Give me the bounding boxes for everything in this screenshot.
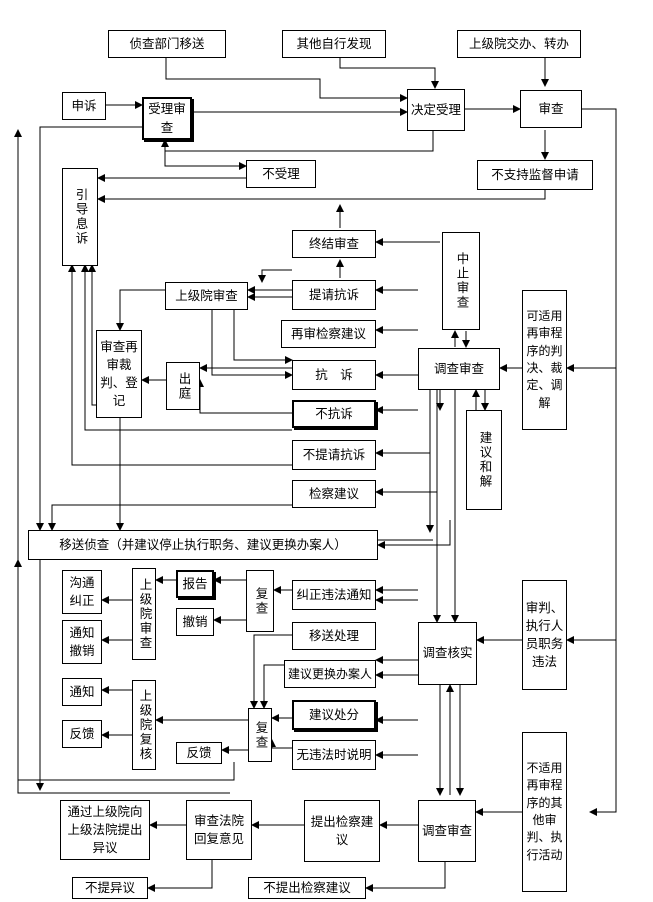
arrow-line: [165, 57, 408, 102]
arrow-line: [14, 129, 230, 794]
superior-review-node-mid: 上级院审查: [132, 568, 156, 660]
investigation-review-node-bottom: 调查审查: [418, 800, 476, 862]
protest-node: 抗 诉: [292, 360, 376, 390]
feedback-node-mid: 反馈: [176, 742, 222, 764]
superior-review-node-top: 上级院审查: [165, 282, 248, 310]
request-protest-node: 提请抗诉: [292, 280, 376, 310]
transfer-handle-node: 移送处理: [292, 622, 376, 650]
arrow-line: [164, 140, 247, 170]
arrow-line: [81, 264, 292, 431]
not-accept-node: 不受理: [246, 160, 316, 188]
arrow-line: [339, 57, 439, 89]
propose-procuratorial-suggestion-node: 提出检察建议: [304, 800, 380, 862]
retrial-applicable-node: 可适用再审程序的判决、裁定、调解: [522, 290, 567, 430]
procuratorial-suggestion-node: 检察建议: [292, 480, 376, 508]
suspend-review-node: 中止审查: [442, 232, 480, 330]
appear-in-court-node: 出庭: [166, 362, 200, 410]
investigation-verify-node: 调查核实: [418, 622, 477, 685]
suggest-punishment-node: 建议处分: [292, 700, 376, 730]
arrow-line: [375, 390, 438, 496]
arrow-line: [161, 130, 434, 152]
arrow-line: [365, 862, 446, 892]
notify-node: 通知: [62, 678, 102, 706]
communicate-correct-node: 沟通纠正: [62, 570, 102, 614]
investigation-review-node-top: 调查审查: [418, 348, 500, 390]
no-violation-explain-node: 无违法时说明: [292, 740, 376, 770]
arrow-line: [582, 108, 617, 816]
recheck-node-top: 复查: [246, 570, 274, 632]
judicial-misconduct-node: 审判、执行人员职务违法: [522, 580, 567, 690]
acceptance-review-node: 受理审查: [142, 97, 192, 140]
appeal-node: 申诉: [62, 92, 106, 120]
correct-violation-notice-node: 纠正违法通知: [292, 580, 376, 610]
arrow-line: [196, 379, 292, 414]
arrow-line: [250, 634, 292, 709]
report-node: 报告: [176, 570, 214, 598]
arrow-line: [268, 739, 292, 749]
guide-settlement-node: 引导息诉: [62, 168, 98, 266]
source-superior-assigned: 上级院交办、转办: [457, 30, 581, 58]
review-node: 审查: [520, 90, 582, 128]
no-objection-node: 不提异议: [72, 877, 148, 899]
notify-revoke-node: 通知撤销: [62, 620, 102, 664]
arrow-line: [258, 269, 292, 283]
recheck-node-bottom: 复查: [248, 708, 272, 762]
retrial-procuratorial-suggestion-node: 再审检察建议: [281, 320, 376, 348]
arrow-line: [375, 390, 431, 457]
arrow-line: [377, 520, 451, 549]
arrow-line: [97, 190, 546, 203]
suggest-replace-officer-node: 建议更换办案人: [284, 660, 376, 688]
arrow-line: [260, 664, 292, 709]
no-support-node: 不支持监督申请: [477, 160, 593, 190]
transfer-investigation-node: 移送侦查（并建议停止执行职务、建议更换办案人）: [28, 530, 378, 560]
superior-recheck-node: 上级院复核: [132, 680, 156, 770]
arrow-line: [36, 126, 142, 531]
arrow-line: [233, 310, 293, 364]
terminate-review-node: 终结审查: [292, 230, 376, 258]
court-reply-review-node: 审查法院回复意见: [186, 800, 252, 860]
arrow-line: [48, 504, 292, 531]
non-retrial-activities-node: 不适用再审程序的其他审判、执行活动: [522, 732, 567, 892]
source-self-discovered: 其他自行发现: [282, 30, 386, 58]
no-procuratorial-suggestion-node: 不提出检察建议: [248, 877, 366, 899]
source-investigation-transfer: 侦查部门移送: [108, 30, 226, 58]
no-protest-node: 不抗诉: [292, 400, 376, 428]
objection-via-superior-node: 通过上级院向上级法院提出异议: [60, 800, 150, 860]
no-request-protest-node: 不提请抗诉: [292, 440, 376, 470]
arrow-line: [68, 264, 292, 466]
suggest-settlement-node: 建议和解: [466, 410, 502, 510]
arrow-line: [147, 860, 213, 892]
feedback-node-left: 反馈: [62, 720, 102, 748]
arrow-line: [211, 310, 293, 379]
retrial-judgment-register-node: 审查再审裁判、登记: [96, 330, 142, 418]
revoke-node: 撤销: [176, 608, 214, 636]
decide-accept-node: 决定受理: [407, 89, 465, 131]
